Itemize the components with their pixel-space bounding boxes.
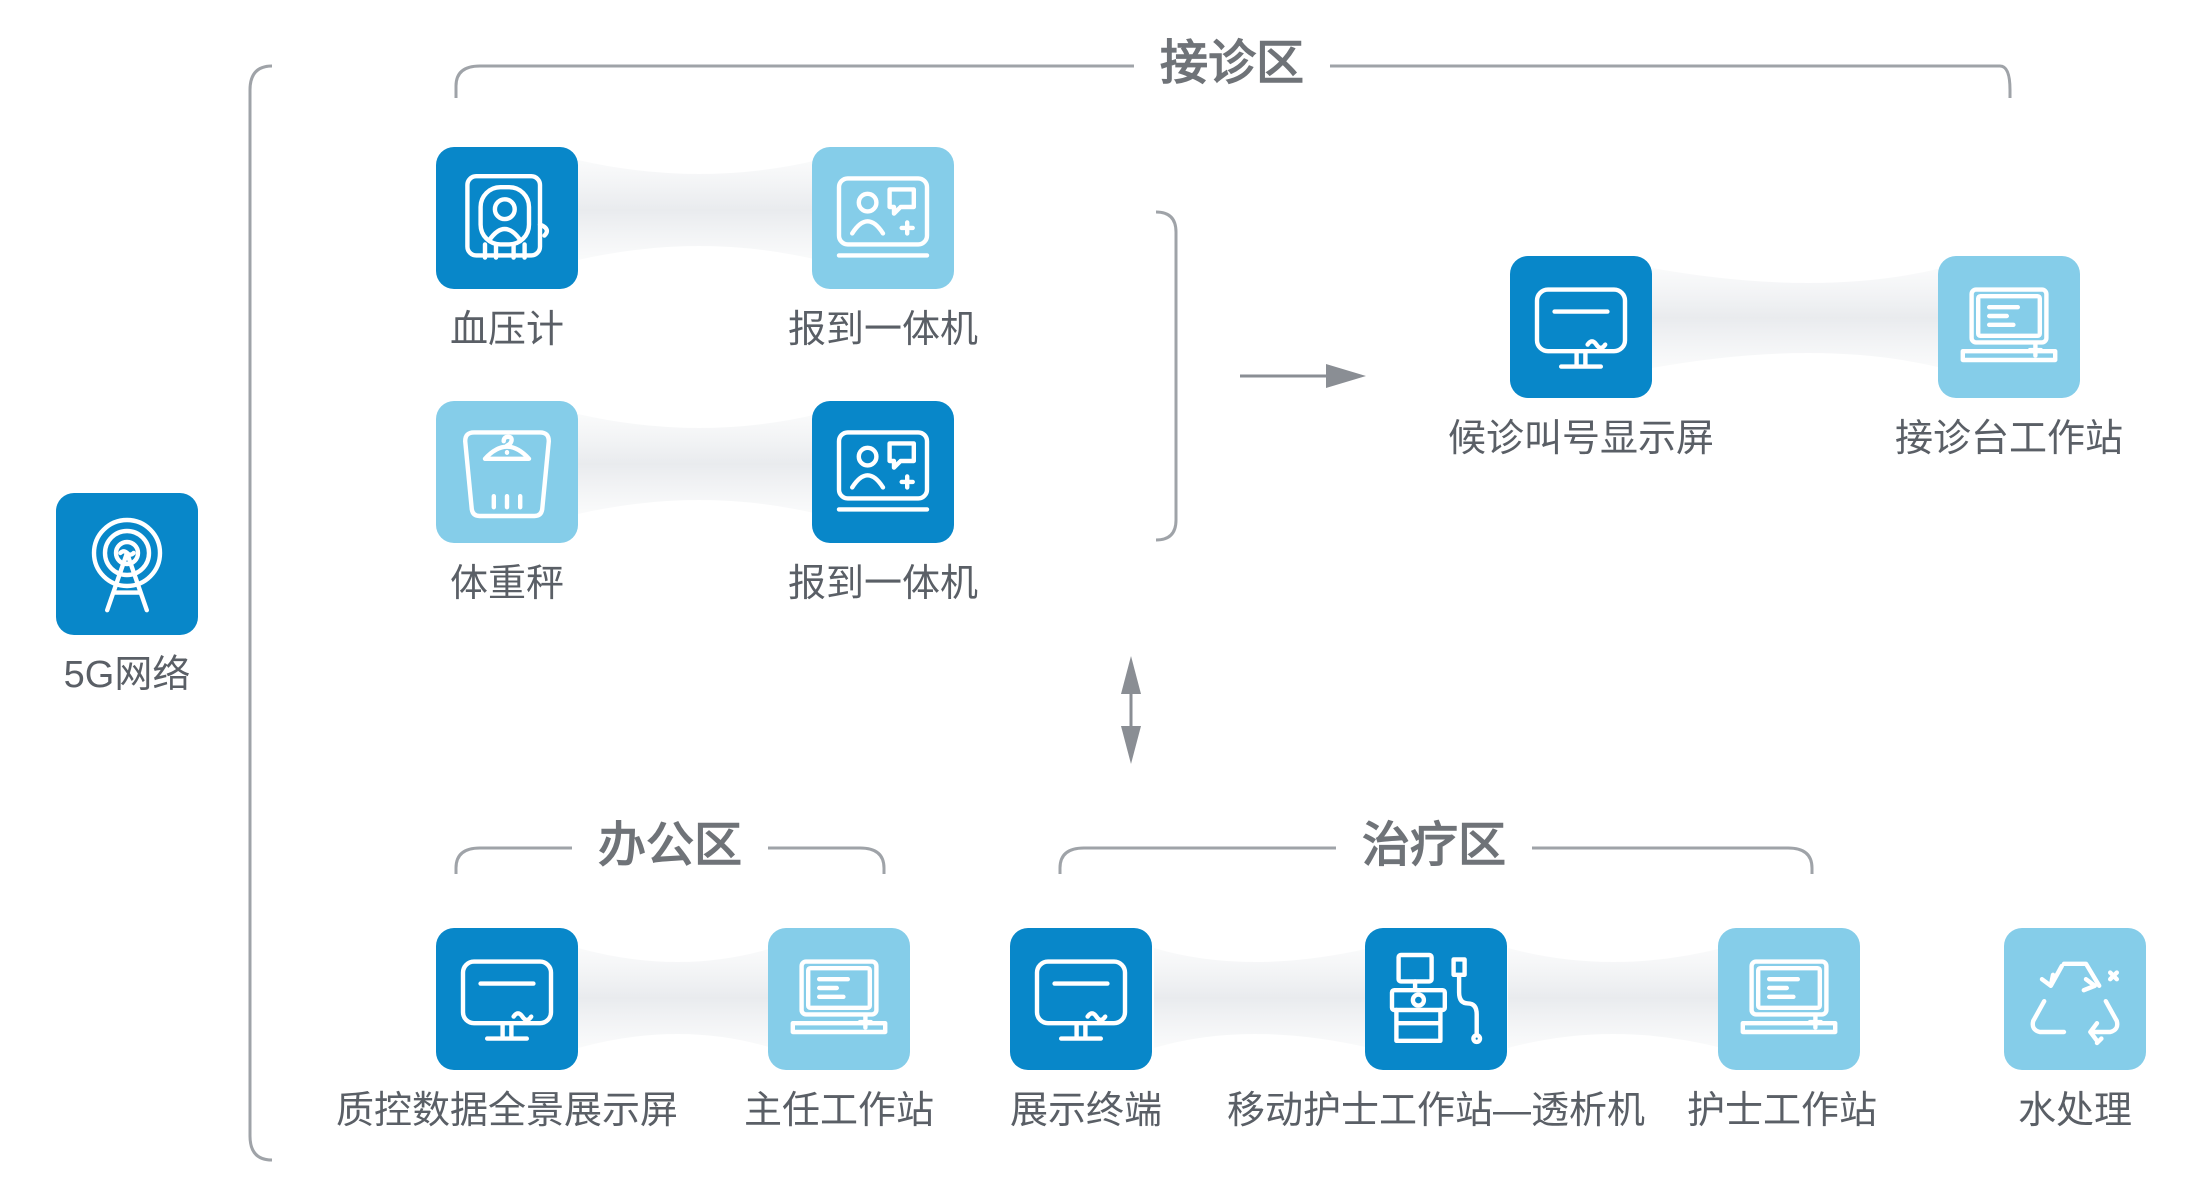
nurse-workstation-node — [1718, 928, 1860, 1070]
laptop-icon — [1740, 959, 1838, 1035]
monitor-icon — [1534, 287, 1628, 369]
pair-band — [1652, 268, 1942, 368]
pair-band — [1508, 948, 1722, 1048]
display-terminal-node — [1010, 928, 1152, 1070]
queue-display-node — [1510, 256, 1652, 398]
node-label: 移动护士工作站—透析机 — [1226, 1090, 1646, 1132]
node-label: 护士工作站 — [1686, 1090, 1878, 1132]
pair-band — [1154, 948, 1370, 1048]
monitor-icon — [1034, 959, 1128, 1041]
pair-band — [578, 160, 818, 260]
arrow-right-icon — [1326, 364, 1366, 388]
antenna-tower-icon — [91, 517, 163, 613]
node-label: 体重秤 — [449, 563, 565, 605]
dialysis-machine-node — [1365, 928, 1507, 1070]
kiosk-node — [812, 147, 954, 289]
laptop-icon — [1960, 287, 2058, 363]
reception-zone-title: 接诊区 — [1133, 40, 1331, 88]
arrow-down-icon — [1121, 726, 1141, 764]
water-treatment-node — [2004, 928, 2146, 1070]
qc-display-node — [436, 928, 578, 1070]
network-bracket — [248, 64, 273, 1162]
node-label: 候诊叫号显示屏 — [1447, 418, 1715, 460]
reception-workstation-node — [1938, 256, 2080, 398]
node-label: 血压计 — [449, 309, 565, 351]
dialysis-machine-icon — [1389, 952, 1483, 1045]
blood-pressure-node — [436, 147, 578, 289]
weight-scale-icon — [463, 430, 551, 519]
treatment-zone-title: 治疗区 — [1335, 822, 1533, 870]
network-label: 5G网络 — [63, 654, 191, 696]
node-label: 主任工作站 — [743, 1090, 935, 1132]
node-label: 接诊台工作站 — [1894, 418, 2124, 460]
arrow-up-icon — [1121, 656, 1141, 694]
pair-band — [578, 948, 772, 1048]
node-label: 报到一体机 — [787, 563, 979, 605]
kiosk-terminal-icon — [836, 430, 930, 512]
kiosk-terminal-icon — [836, 176, 930, 258]
recycle-icon — [2030, 961, 2120, 1046]
pair-band — [578, 414, 818, 514]
weight-scale-node — [436, 401, 578, 543]
laptop-icon — [790, 959, 888, 1035]
node-label: 展示终端 — [1009, 1090, 1163, 1132]
monitor-icon — [460, 959, 554, 1041]
network-node — [56, 493, 198, 635]
node-label: 质控数据全景展示屏 — [335, 1090, 679, 1132]
blood-pressure-monitor-icon — [465, 174, 550, 260]
kiosk-node — [812, 401, 954, 543]
standalone-label: 水处理 — [2017, 1090, 2133, 1132]
node-label: 报到一体机 — [787, 309, 979, 351]
office-zone-title: 办公区 — [571, 822, 769, 870]
group-brace — [1155, 210, 1178, 542]
director-workstation-node — [768, 928, 910, 1070]
